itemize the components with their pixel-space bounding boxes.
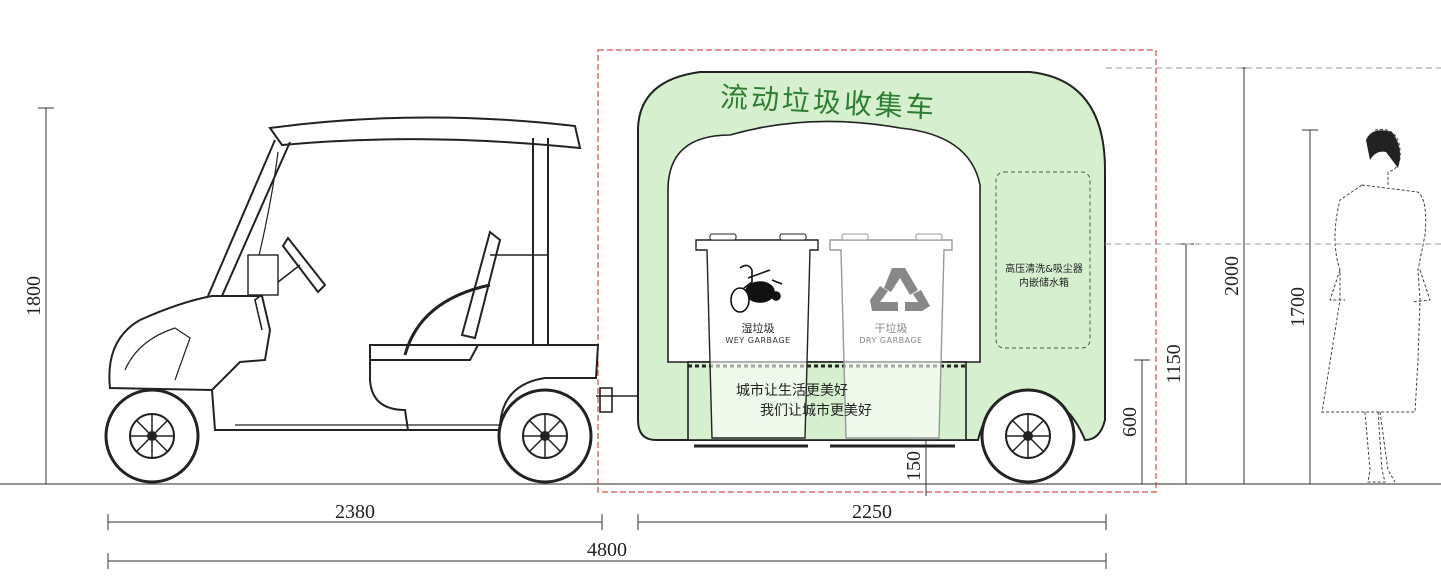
cart-front-pillar	[207, 139, 291, 297]
food-waste-icon	[729, 264, 783, 313]
dry-bin-label-en: DRY GARBAGE	[859, 336, 922, 345]
wet-garbage-bin	[695, 233, 819, 439]
dim-cart-height: 1800	[23, 276, 45, 316]
dry-bin-label-cn: 干垃圾	[875, 321, 908, 335]
water-tank-label-1: 高压清洗&吸尘器	[1005, 262, 1083, 275]
dim-total-length: 4800	[587, 539, 627, 561]
dim-ground-clearance: 150	[903, 451, 925, 481]
wet-bin-label-cn: 湿垃圾	[742, 321, 775, 335]
cart-steering-wheel	[281, 236, 327, 294]
cart-tow-hitch	[596, 387, 640, 413]
cart-windshield	[257, 151, 279, 261]
dry-garbage-bin	[829, 233, 953, 439]
golf-cart	[108, 116, 640, 431]
dimension-lines	[38, 67, 1441, 569]
cart-rear-deck	[490, 254, 549, 346]
slogan-line-2: 我们让城市更美好	[760, 402, 872, 419]
person-hair	[1366, 130, 1400, 168]
cart-seatback	[460, 230, 502, 340]
dim-floor-height: 600	[1119, 407, 1141, 437]
water-tank-outline	[995, 171, 1091, 349]
cart-seat-rail	[403, 283, 491, 356]
water-tank-label-2: 内嵌储水箱	[1019, 276, 1069, 289]
person-silhouette	[1321, 128, 1431, 483]
recycle-icon	[870, 268, 930, 311]
dim-person-height: 1700	[1287, 287, 1309, 327]
cart-front-body	[108, 295, 272, 392]
cart-steering-column	[254, 264, 301, 331]
cart-rear-pillar	[532, 138, 549, 345]
cart-roof	[268, 116, 582, 150]
slogan-line-1: 城市让生活更美好	[736, 382, 848, 399]
cart-dashboard	[247, 254, 279, 296]
cart-rear-wheel	[497, 388, 593, 484]
cart-headlight	[124, 327, 191, 381]
dim-trailer-height: 2000	[1221, 256, 1243, 296]
dim-door-height: 1150	[1163, 344, 1185, 383]
trailer-wheel	[980, 388, 1076, 484]
wet-bin-label-en: WEY GARBAGE	[725, 336, 790, 345]
dim-trailer-length: 2250	[852, 501, 892, 523]
cart-front-wheel	[104, 388, 200, 484]
trailer-bounding-box	[597, 49, 1157, 493]
cart-body-sill	[211, 344, 600, 431]
cart-seat	[369, 344, 480, 361]
dim-cart-length: 2380	[335, 501, 375, 523]
